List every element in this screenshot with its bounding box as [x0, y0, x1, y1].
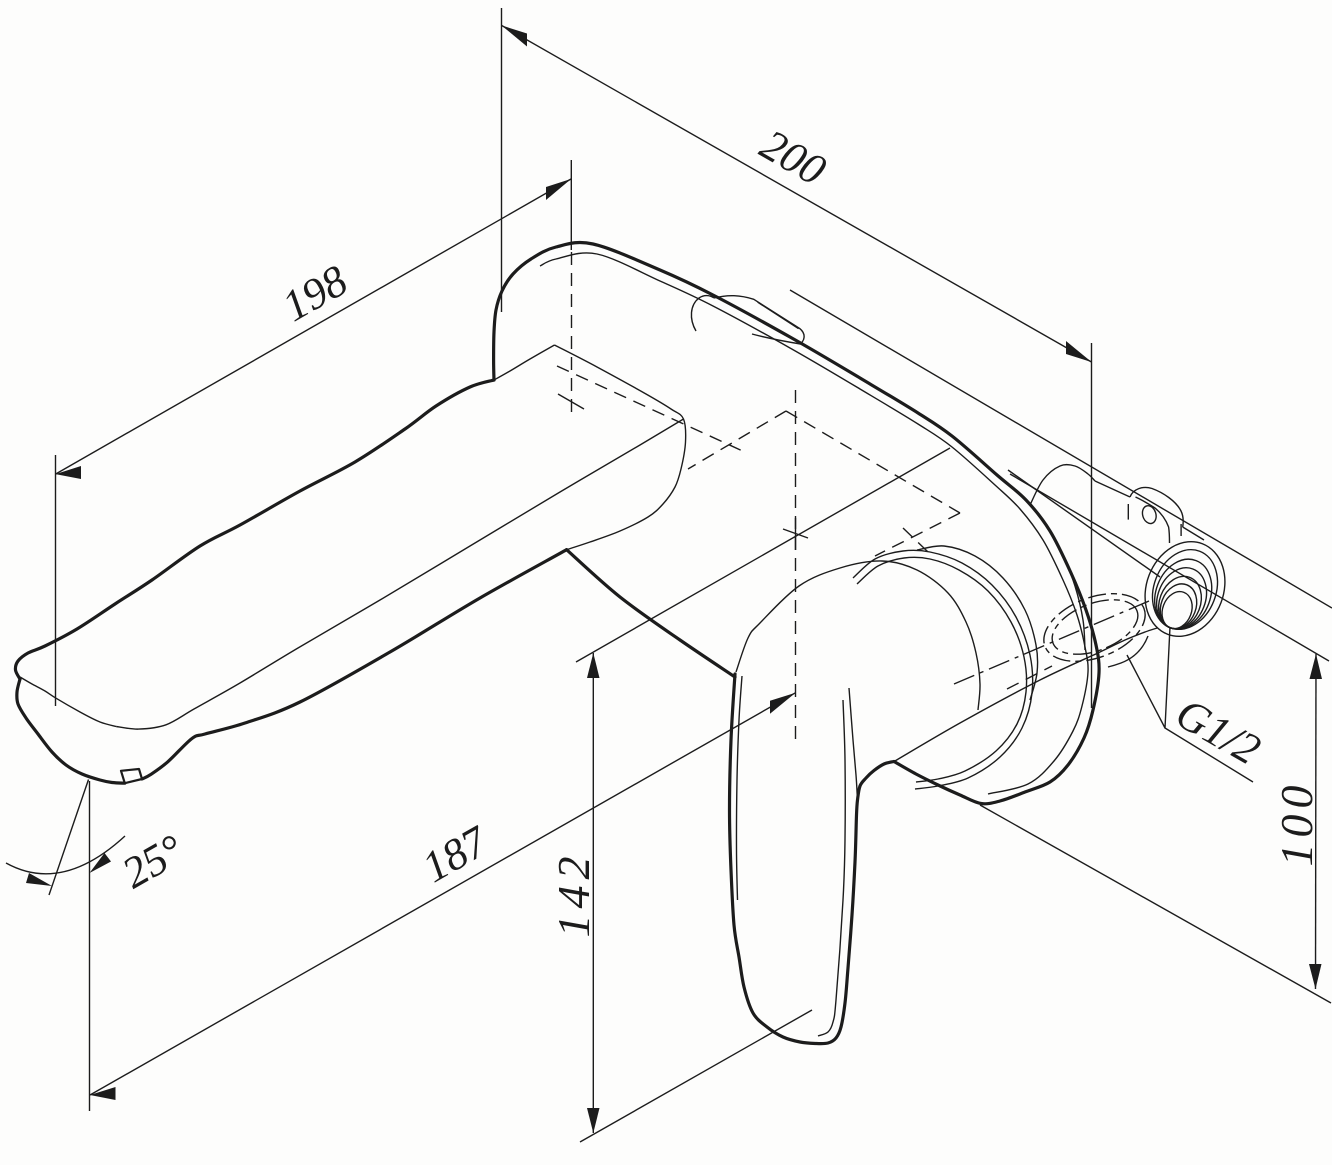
svg-text:142: 142	[548, 851, 599, 938]
svg-text:100: 100	[1271, 780, 1322, 867]
